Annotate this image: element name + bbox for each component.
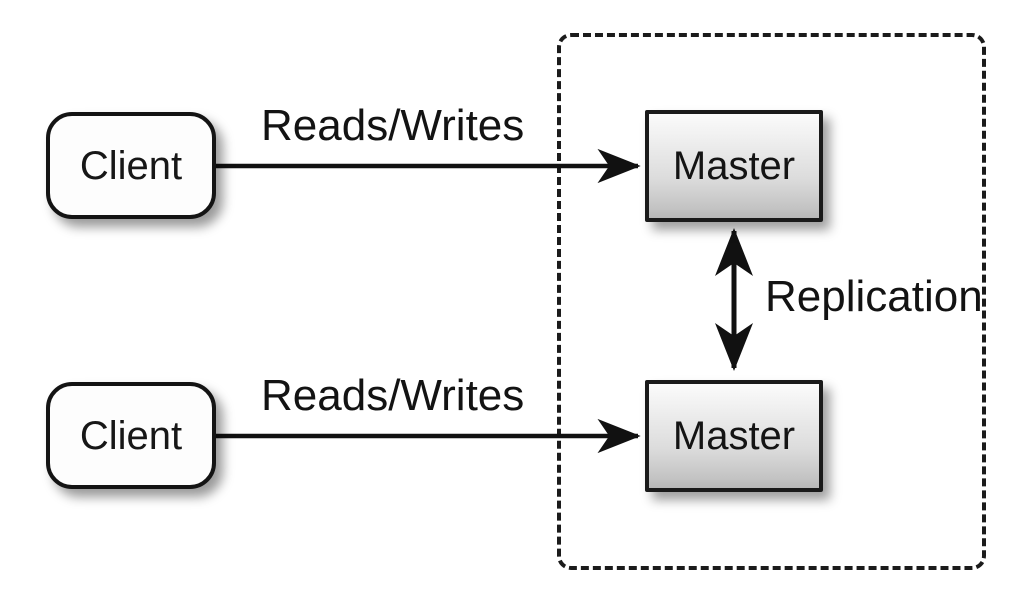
node-label: Master [672, 144, 796, 188]
edge-label-reads-writes-top: Reads/Writes [261, 101, 525, 150]
edge-label-reads-writes-bottom: Reads/Writes [261, 371, 525, 420]
node-label: Client [79, 143, 183, 188]
replication-cluster-boundary [557, 33, 986, 570]
edge-label-replication: Replication [765, 272, 983, 321]
node-label: Client [79, 413, 183, 458]
node-label: Master [672, 414, 796, 458]
node-master-top[interactable]: Master [645, 110, 823, 222]
node-client-top[interactable]: Client [46, 112, 216, 219]
node-client-bottom[interactable]: Client [46, 382, 216, 489]
node-master-bottom[interactable]: Master [645, 380, 823, 492]
